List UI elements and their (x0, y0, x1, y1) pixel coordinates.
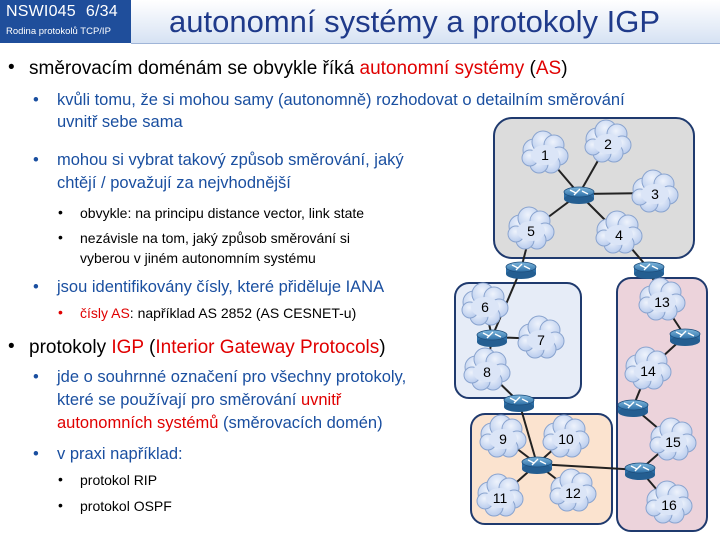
router-icon (503, 394, 535, 412)
router-icon (633, 261, 665, 279)
highlight-igp-full: Interior Gateway Protocols (155, 337, 380, 358)
bullet-dot: • (8, 57, 15, 78)
network-label: 11 (493, 490, 508, 506)
router-icon (669, 328, 701, 346)
network-cloud-1: 1 (521, 130, 569, 174)
network-cloud-9: 9 (479, 414, 527, 458)
text: které se používají pro směrování (57, 391, 301, 409)
network-cloud-6: 6 (461, 282, 509, 326)
bullet-examples: v praxi například: (57, 445, 183, 463)
network-cloud-13: 13 (638, 277, 686, 321)
bullet-usually: obvykle: na principu distance vector, li… (80, 205, 365, 221)
bullet-dot: • (8, 336, 15, 357)
text: ) (379, 337, 386, 358)
network-label: 2 (604, 136, 612, 152)
course-subtitle: Rodina protokolů TCP/IP (6, 26, 111, 37)
bullet-independent-line2: vyberou v jiném autonomním systému (80, 250, 316, 266)
network-label: 3 (651, 186, 659, 202)
bullet-autonomy-line2: uvnitř sebe sama (57, 113, 183, 131)
text: : například AS 2852 (AS CESNET-u) (129, 305, 357, 321)
network-label: 7 (537, 332, 545, 348)
network-label: 9 (499, 431, 507, 447)
bullet-rip: protokol RIP (80, 472, 158, 488)
bullet-iana: jsou identifikovány čísly, které přidělu… (57, 278, 385, 296)
highlight-as-numbers: čísly AS (80, 305, 130, 321)
text: směrovacím doménám se obvykle říká (29, 58, 360, 79)
bullet-choice-line2: chtějí / považují za nejvhodnější (57, 174, 291, 192)
bullet-dot: • (58, 471, 63, 487)
page-number: 6/34 (85, 3, 118, 20)
network-link (536, 463, 641, 471)
title-bar: autonomní systémy a protokoly IGP (131, 0, 720, 44)
bullet-dot: • (33, 368, 39, 386)
text: ( (143, 337, 156, 358)
network-cloud-2: 2 (584, 119, 632, 163)
network-cloud-11: 11 (476, 473, 524, 517)
network-label: 12 (565, 485, 581, 501)
highlight-inside: uvnitř (300, 391, 342, 409)
bullet-choice-line1: mohou si vybrat takový způsob směrování,… (57, 151, 404, 169)
course-badge: NSWI045 6/34 Rodina protokolů TCP/IP (0, 0, 131, 43)
network-label: 8 (483, 364, 491, 380)
network-label: 6 (481, 299, 489, 315)
network-cloud-3: 3 (631, 169, 679, 213)
network-link (518, 401, 538, 465)
bullet-dot: • (58, 497, 63, 513)
text: ( (524, 58, 536, 79)
course-code-text: NSWI045 (6, 3, 76, 20)
bullet-summary-line1: jde o souhrnné označení pro všechny prot… (57, 368, 407, 386)
bullet-dot: • (58, 304, 63, 320)
bullet-autonomous-systems: směrovacím doménám se obvykle říká auton… (29, 58, 568, 80)
network-cloud-10: 10 (542, 414, 590, 458)
router-icon (505, 261, 537, 279)
highlight-igp: IGP (111, 337, 144, 358)
bullet-dot: • (58, 204, 63, 220)
bullet-dot: • (33, 91, 39, 109)
network-label: 14 (640, 363, 656, 379)
bullet-dot: • (33, 278, 39, 296)
course-code: NSWI045 6/34 (6, 3, 118, 21)
network-cloud-4: 4 (595, 210, 643, 254)
network-cloud-16: 16 (645, 480, 693, 524)
highlight-autonomous-systems: autonomních systémů (57, 414, 219, 432)
router-icon (617, 399, 649, 417)
bullet-dot: • (58, 229, 63, 245)
text: (směrovacích domén) (218, 414, 383, 432)
network-label: 5 (527, 223, 535, 239)
bullet-as-numbers: čísly AS: například AS 2852 (AS CESNET-u… (80, 305, 356, 321)
network-cloud-14: 14 (624, 346, 672, 390)
network-cloud-12: 12 (549, 468, 597, 512)
text: protokoly (29, 337, 112, 358)
bullet-summary-line2: které se používají pro směrování uvnitř (57, 391, 341, 410)
highlight-as-abbr: AS (535, 58, 562, 79)
bullet-dot: • (33, 151, 39, 169)
network-cloud-15: 15 (649, 417, 697, 461)
router-icon (563, 186, 595, 204)
network-label: 10 (558, 431, 574, 447)
network-cloud-7: 7 (517, 315, 565, 359)
network-label: 1 (541, 147, 549, 163)
network-cloud-5: 5 (507, 206, 555, 250)
router-icon (521, 456, 553, 474)
network-label: 15 (665, 434, 681, 450)
highlight-as: autonomní systémy (359, 58, 525, 79)
network-label: 13 (654, 294, 670, 310)
router-icon (624, 462, 656, 480)
bullet-independent-line1: nezávisle na tom, jaký způsob směrování … (80, 230, 351, 246)
slide-title: autonomní systémy a protokoly IGP (169, 4, 661, 39)
router-icon (476, 329, 508, 347)
network-label: 4 (615, 227, 623, 243)
bullet-summary-line3: autonomních systémů (směrovacích domén) (57, 414, 383, 433)
bullet-autonomy-line1: kvůli tomu, že si mohou samy (autonomně)… (57, 91, 625, 109)
text: ) (561, 58, 568, 79)
bullet-igp: protokoly IGP (Interior Gateway Protocol… (29, 337, 386, 359)
bullet-ospf: protokol OSPF (80, 498, 172, 514)
bullet-dot: • (33, 445, 39, 463)
network-cloud-8: 8 (463, 347, 511, 391)
network-label: 16 (661, 497, 677, 513)
